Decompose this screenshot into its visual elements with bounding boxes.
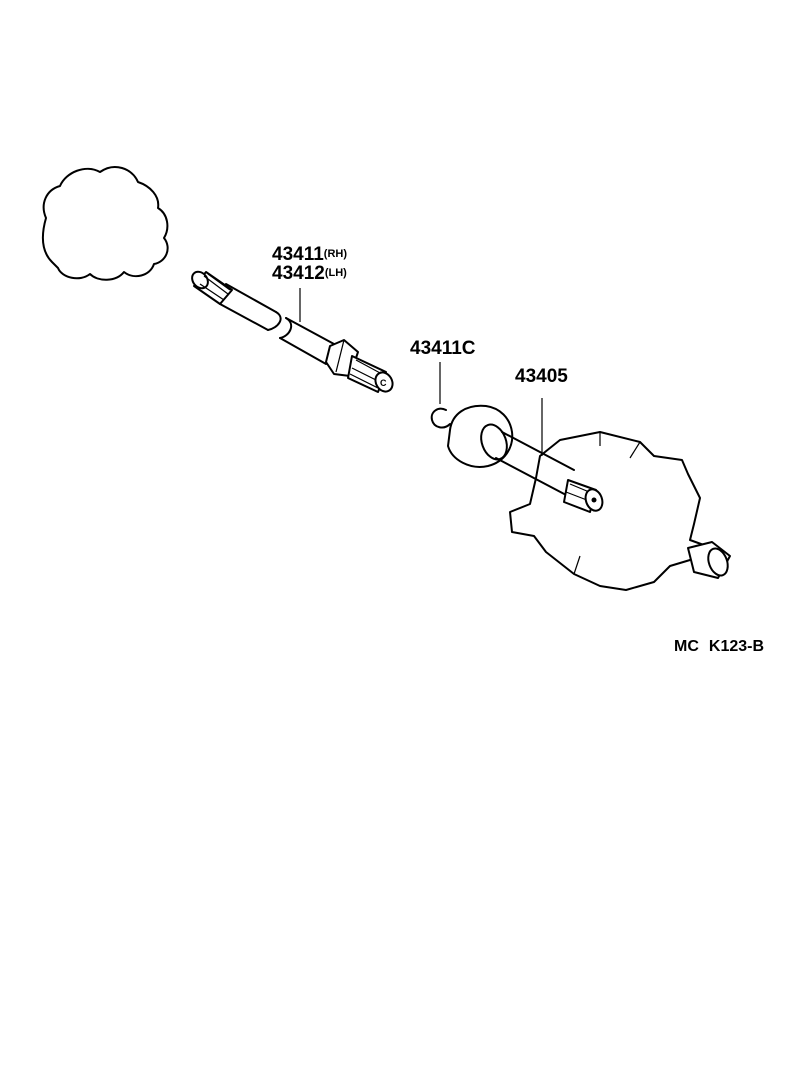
snap-ring-drawing [430, 407, 451, 429]
part-number-43412: 43412(LH) [272, 263, 347, 284]
inboard-shaft-drawing: C [191, 270, 394, 393]
joint-assembly-drawing [447, 404, 731, 591]
cloud-break-shape [41, 166, 169, 281]
part-number-43411: 43411(RH) [272, 244, 347, 265]
svg-text:C: C [380, 378, 387, 388]
part-number-43411c: 43411C [410, 338, 476, 359]
part-number-43405: 43405 [515, 366, 568, 387]
